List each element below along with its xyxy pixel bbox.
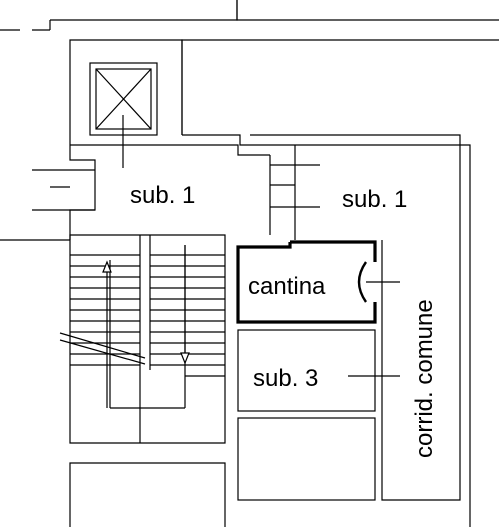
cantina-door-arc: [357, 261, 367, 303]
label-sub3: sub. 3: [253, 365, 318, 392]
landing-top: [70, 144, 270, 156]
landing-bottom: [69, 234, 226, 444]
lower-room: [237, 417, 376, 501]
stair-arrow-up-head: [102, 260, 112, 273]
elevator-cross-2: [95, 68, 152, 130]
label-sub1-right: sub. 1: [342, 186, 407, 213]
label-corridor: corrid. comune: [411, 299, 438, 458]
label-cantina: cantina: [248, 273, 326, 300]
bottom-left-wall: [69, 462, 226, 527]
stair-arrow-down-head: [180, 352, 190, 365]
cut-line-1: [59, 332, 146, 359]
right-room-outer: [181, 39, 499, 135]
right-room-inner: [182, 134, 471, 500]
landing-outline: [69, 145, 96, 240]
top-outer-wall: [50, 0, 238, 21]
sub3-room: [237, 329, 376, 412]
right-room-inner-2: [250, 134, 461, 501]
cut-line-2: [59, 339, 146, 365]
cantina-wall: [236, 242, 377, 324]
top-right-wall: [236, 0, 499, 21]
label-sub1-stair: sub. 1: [130, 182, 195, 209]
cantina-wall-top: [290, 240, 377, 262]
